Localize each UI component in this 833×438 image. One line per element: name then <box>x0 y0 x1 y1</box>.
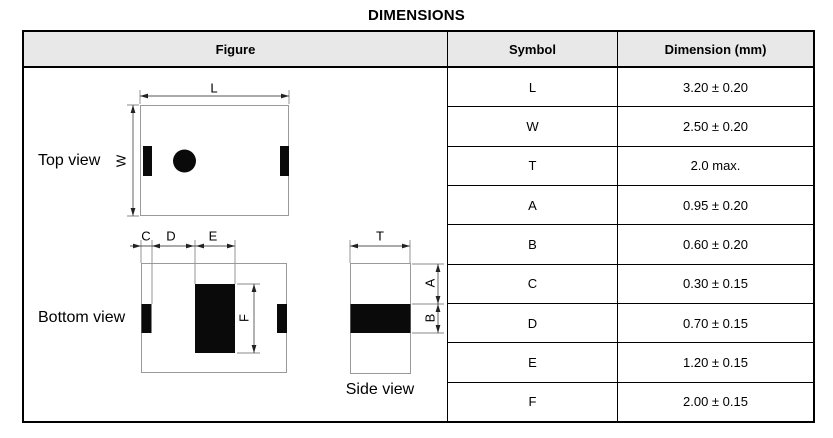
bottom-view-f-extension-lines <box>237 283 260 354</box>
arrowhead <box>186 243 194 249</box>
figure-drawing <box>127 90 444 374</box>
dimension-cell: 3.20 ± 0.20 <box>618 68 813 108</box>
symbol-cell: T <box>448 147 617 186</box>
dim-label-c: C <box>141 228 151 244</box>
arrowhead <box>133 243 141 249</box>
arrowhead <box>402 243 410 249</box>
arrowhead <box>196 243 204 249</box>
symbol-cell: A <box>448 186 617 226</box>
side-view-label: Side view <box>345 381 415 398</box>
top-view-right-terminal <box>280 146 289 176</box>
dimension-cell: 0.95 ± 0.20 <box>618 186 813 226</box>
arrowhead <box>251 284 257 292</box>
dimension-cell: 1.20 ± 0.15 <box>618 343 813 383</box>
arrowhead <box>227 243 235 249</box>
arrowhead <box>130 105 136 113</box>
symbol-header: Symbol <box>448 32 617 68</box>
top-view-left-terminal <box>143 146 152 176</box>
figure-cell: Top view Bottom view Side view L W C D E… <box>24 68 447 421</box>
symbol-cell: F <box>528 394 537 410</box>
dim-label-d: D <box>166 228 176 244</box>
top-view-l-extension-lines <box>139 90 290 104</box>
dimension-cell: 0.30 ± 0.15 <box>618 265 813 304</box>
dim-label-b: B <box>422 313 438 323</box>
symbol-cell: C <box>448 265 617 304</box>
side-view-t-extension-lines <box>349 240 411 263</box>
arrowhead <box>281 93 289 99</box>
arrowhead <box>152 243 160 249</box>
dimension-cell: 2.0 max. <box>618 147 813 186</box>
arrowhead <box>435 304 441 312</box>
dimension-cell: 0.70 ± 0.15 <box>618 304 813 344</box>
dim-label-e: E <box>208 228 218 244</box>
symbol-cell: D <box>448 304 617 344</box>
side-view-band <box>350 304 411 333</box>
arrowhead <box>350 243 358 249</box>
arrowhead <box>435 296 441 304</box>
dim-label-w: W <box>113 154 129 168</box>
top-view-label: Top view <box>38 152 101 169</box>
bottom-view-center-pad <box>195 284 235 353</box>
symbol-cell: E <box>448 343 617 383</box>
symbol-cell: W <box>448 107 617 147</box>
top-view-outline <box>140 105 289 216</box>
dimension-cell: 0.60 ± 0.20 <box>618 225 813 265</box>
arrowhead <box>130 208 136 216</box>
arrowhead <box>435 325 441 333</box>
bottom-view-label: Bottom view <box>38 309 126 326</box>
arrowhead <box>435 264 441 272</box>
dimensions-table: Figure <box>22 30 815 423</box>
bottom-view-extension-lines <box>140 240 236 304</box>
dim-label-a: A <box>422 278 438 288</box>
figure-column: Figure <box>24 32 448 421</box>
bottom-view-left-terminal <box>141 304 152 333</box>
arrowhead <box>140 93 148 99</box>
dim-label-t: T <box>376 228 384 244</box>
top-view-circle-mark <box>173 149 196 173</box>
dimension-cell: 2.00 ± 0.15 <box>683 394 748 410</box>
figure-header: Figure <box>24 32 447 68</box>
dim-label-l: L <box>210 80 218 96</box>
side-view-ab-extension-lines <box>412 263 444 334</box>
dimension-header: Dimension (mm) <box>618 32 813 68</box>
symbol-cell: B <box>448 225 617 265</box>
arrowhead <box>251 345 257 353</box>
page-title: DIMENSIONS <box>367 7 465 24</box>
symbol-cell: L <box>448 68 617 108</box>
dimension-cell: 2.50 ± 0.20 <box>618 107 813 147</box>
bottom-view-right-terminal <box>277 304 287 333</box>
dim-label-f: F <box>236 314 252 322</box>
